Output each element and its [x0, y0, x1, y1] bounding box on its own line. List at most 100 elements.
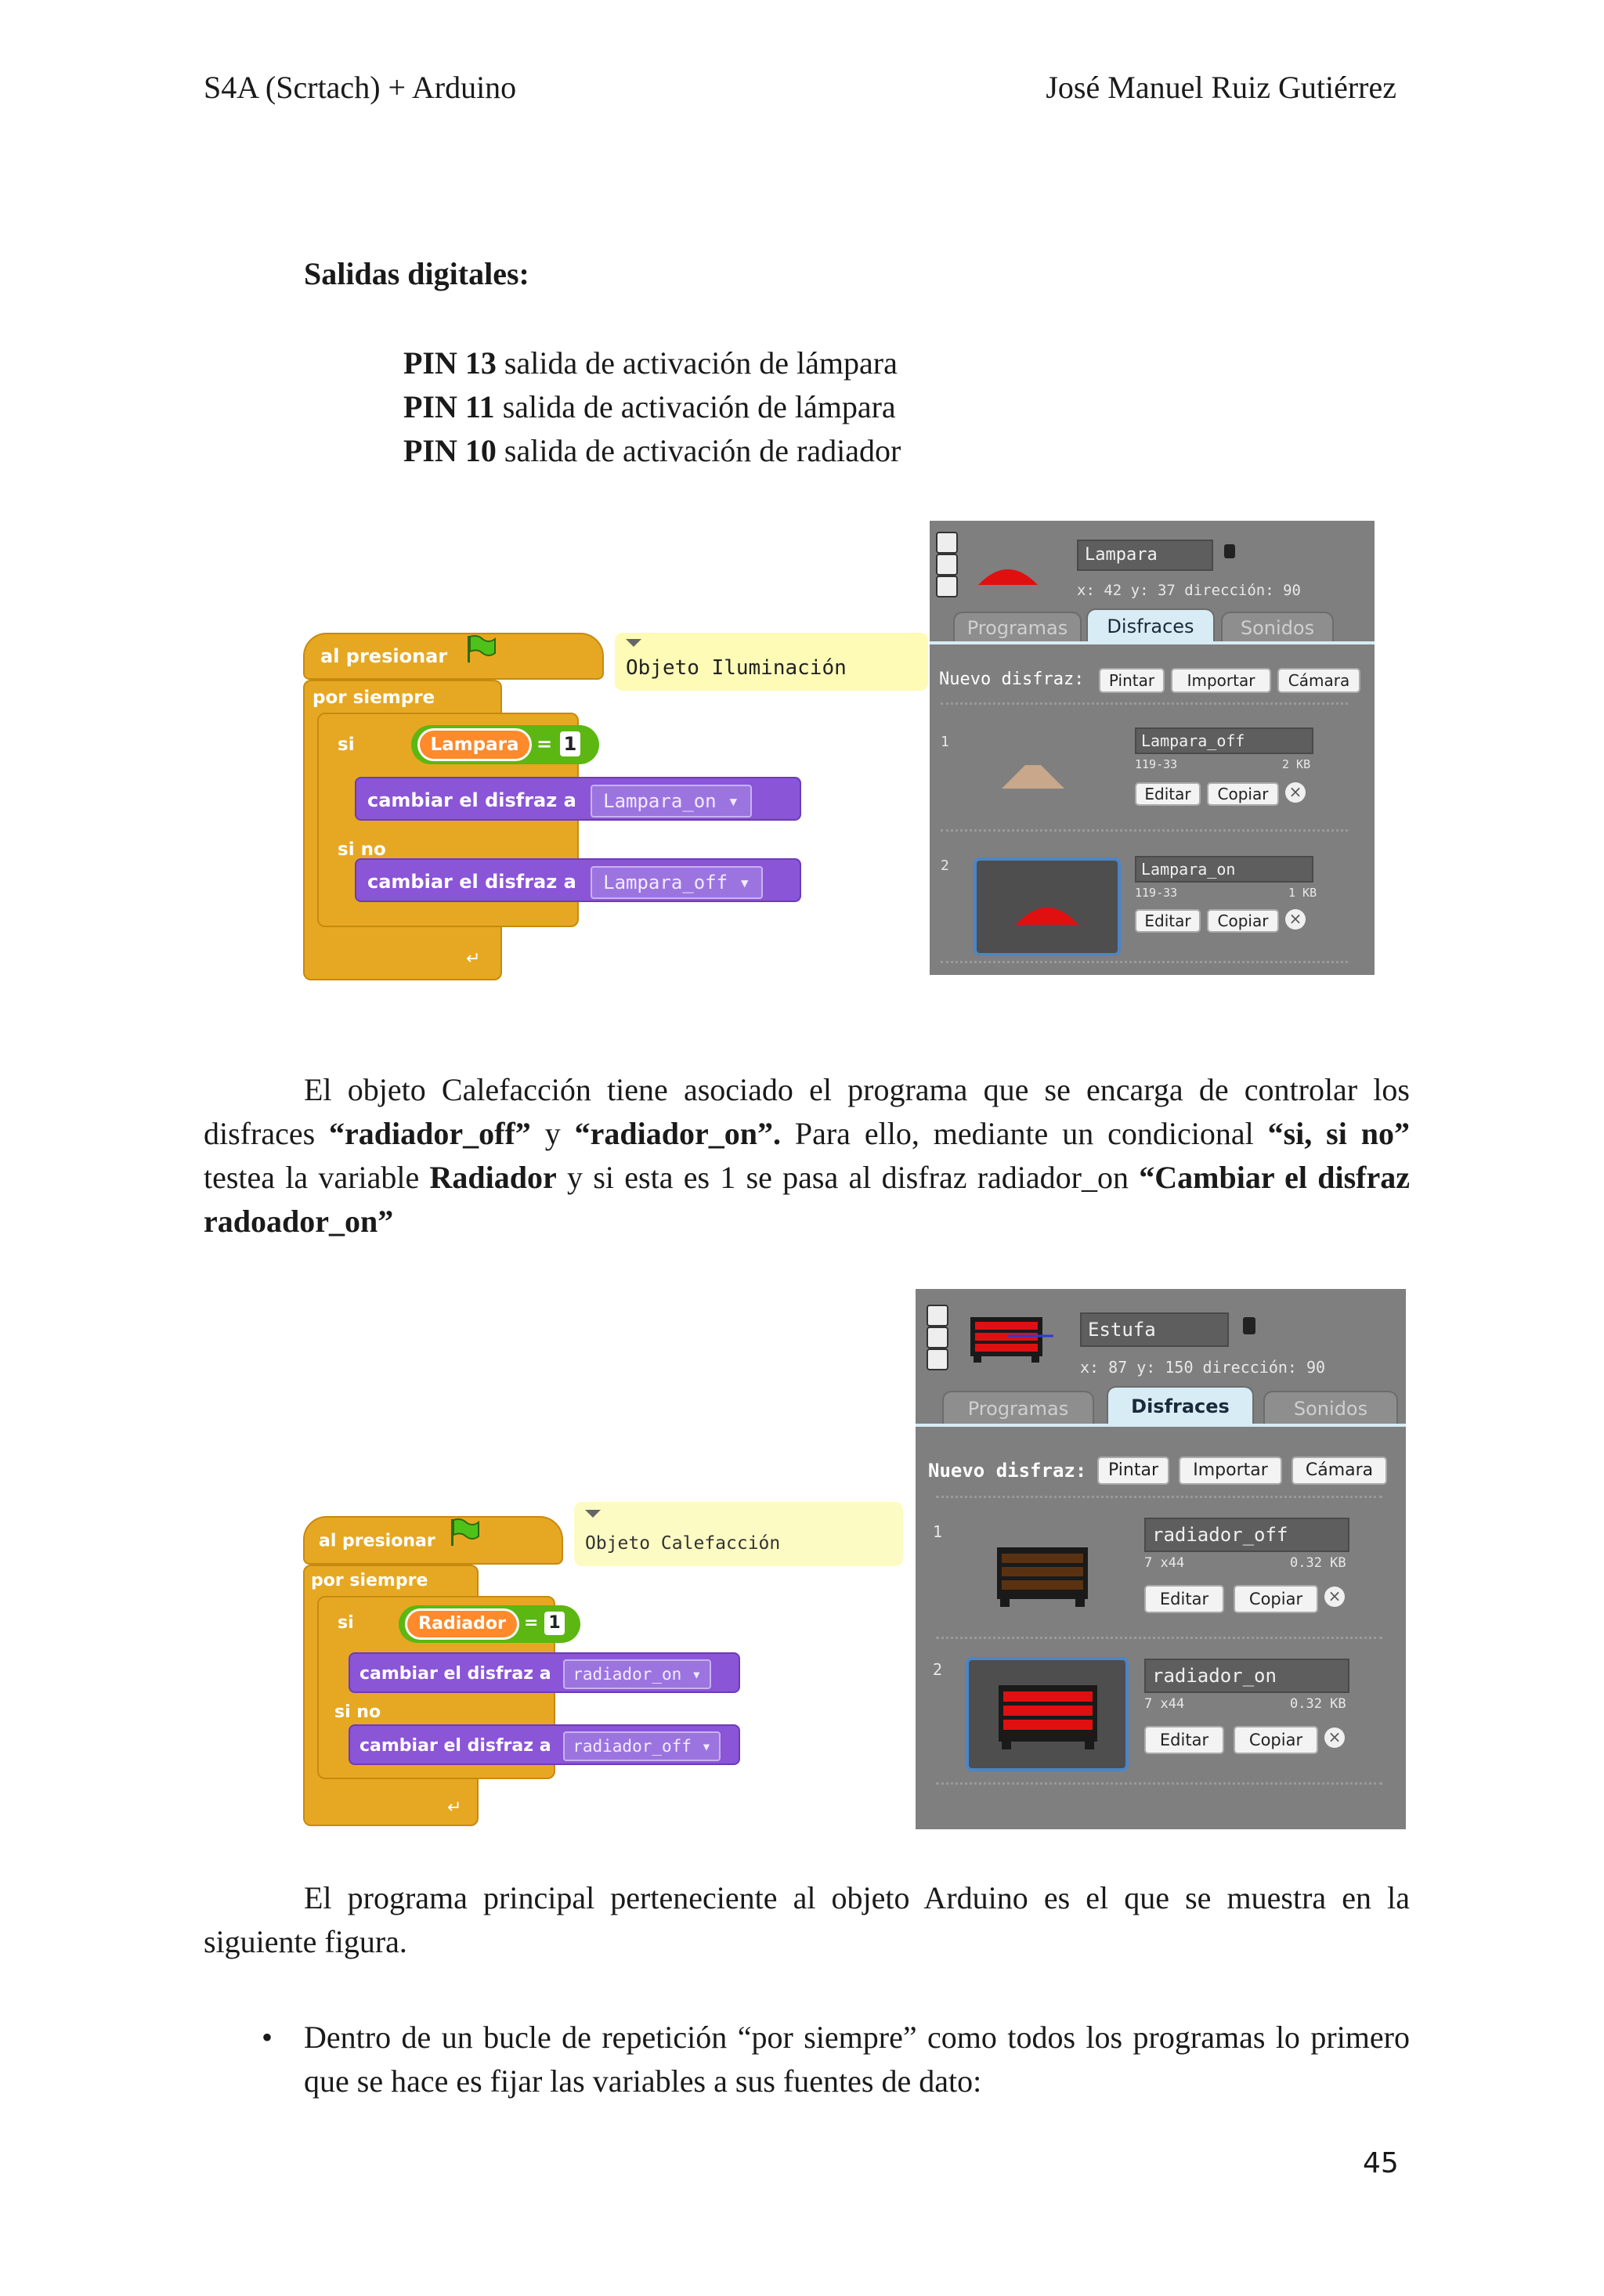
equals-operator[interactable]: Radiador = 1	[399, 1605, 580, 1643]
section-title: Salidas digitales:	[304, 256, 529, 291]
when-flag-block[interactable]: al presionar	[303, 1516, 563, 1565]
variable-reporter[interactable]: Radiador	[405, 1608, 519, 1640]
flip-icon[interactable]	[936, 554, 958, 576]
costume-kb: 2 KB	[1282, 757, 1311, 771]
rotate-icon[interactable]	[927, 1305, 948, 1327]
figure-lampara: Objeto Iluminación al presionar por siem…	[302, 517, 1375, 980]
sprite-name-field[interactable]: Lampara	[1077, 540, 1213, 571]
delete-icon[interactable]: ×	[1324, 1727, 1345, 1748]
rotate-icon[interactable]	[936, 532, 958, 554]
costume-thumbnail[interactable]	[977, 1532, 1094, 1618]
paragraph-calefaccion: El objeto Calefacción tiene asociado el …	[204, 1072, 1411, 1239]
copy-button[interactable]: Copiar	[1207, 909, 1279, 933]
else-label: si no	[334, 1702, 381, 1722]
pin-line: PIN 11 salida de activación de lámpara	[403, 389, 896, 424]
comment-text: Objeto Calefacción	[585, 1533, 781, 1554]
lock-icon[interactable]	[1224, 544, 1235, 558]
costume-name-field[interactable]: Lampara_on	[1135, 856, 1313, 883]
costume-thumbnail[interactable]	[970, 742, 1088, 812]
else-label: si no	[338, 839, 386, 860]
loop-arrow-icon: ↵	[466, 949, 481, 969]
edit-button[interactable]: Editar	[1135, 909, 1201, 933]
paint-button[interactable]: Pintar	[1097, 1457, 1169, 1485]
bullet-text: Dentro de un bucle de repetición “por si…	[304, 2020, 1410, 2099]
sprite-name-field[interactable]: Estufa	[1080, 1312, 1229, 1347]
edit-button[interactable]: Editar	[1144, 1726, 1224, 1754]
page-number: 45	[1363, 2147, 1399, 2179]
comment-collapse-icon[interactable]	[626, 639, 641, 647]
lamp-thumbnail	[977, 555, 1039, 590]
sprite-coords: x: 87 y: 150 dirección: 90	[1080, 1358, 1326, 1377]
camera-button[interactable]: Cámara	[1277, 668, 1360, 693]
sprite-panel: Estufa x: 87 y: 150 dirección: 90 Progra…	[916, 1289, 1406, 1829]
costume-dropdown[interactable]: Lampara_on ▾	[591, 785, 752, 818]
variable-reporter[interactable]: Lampara	[417, 728, 532, 761]
costume-thumbnail-selected[interactable]	[966, 1657, 1129, 1771]
switch-costume-off-block[interactable]: cambiar el disfraz a Lampara_off ▾	[355, 858, 801, 902]
if-label: si	[338, 735, 355, 755]
costume-index: 2	[941, 857, 949, 874]
delete-icon[interactable]: ×	[1285, 782, 1306, 803]
equals-sign: =	[536, 733, 553, 755]
when-flag-block[interactable]: al presionar	[303, 633, 604, 680]
divider	[941, 829, 1348, 832]
header-left: S4A (Scrtach) + Arduino	[204, 70, 517, 105]
flip-icon[interactable]	[927, 1327, 948, 1348]
delete-icon[interactable]: ×	[1285, 909, 1306, 930]
equals-operator[interactable]: Lampara = 1	[411, 725, 599, 764]
divider	[936, 1496, 1382, 1498]
costume-index: 2	[933, 1660, 943, 1679]
costume-dropdown[interactable]: radiador_on ▾	[563, 1659, 711, 1689]
figure-calefaccion: Objeto Calefacción al presionar por siem…	[302, 1289, 1406, 1829]
costume-size: 119-33	[1135, 757, 1178, 771]
switch-costume-on-block[interactable]: cambiar el disfraz a Lampara_on ▾	[355, 777, 801, 821]
comment-text: Objeto Iluminación	[626, 656, 847, 680]
costume-name-field[interactable]: radiador_off	[1144, 1518, 1349, 1552]
pin-list: PIN 13 salida de activación de lámpara P…	[403, 341, 901, 473]
camera-button[interactable]: Cámara	[1292, 1457, 1387, 1485]
costume-dropdown[interactable]: radiador_off ▾	[563, 1731, 721, 1761]
costume-kb: 0.32 KB	[1290, 1555, 1346, 1571]
lock-icon[interactable]	[1243, 1317, 1255, 1334]
edit-button[interactable]: Editar	[1144, 1585, 1224, 1613]
tab-sonidos[interactable]: Sonidos	[1221, 612, 1334, 643]
paint-button[interactable]: Pintar	[1099, 668, 1165, 693]
if-label: si	[338, 1613, 354, 1633]
switch-costume-off-block[interactable]: cambiar el disfraz a radiador_off ▾	[349, 1724, 740, 1765]
costume-size: 119-33	[1135, 886, 1178, 900]
import-button[interactable]: Importar	[1179, 1457, 1282, 1485]
copy-button[interactable]: Copiar	[1207, 782, 1279, 806]
new-costume-label: Nuevo disfraz:	[928, 1460, 1087, 1482]
tab-divider	[916, 1424, 1406, 1427]
tab-disfraces[interactable]: Disfraces	[1086, 608, 1215, 643]
import-button[interactable]: Importar	[1171, 668, 1271, 693]
costume-size: 7 x44	[1144, 1696, 1185, 1712]
costume-thumbnail-selected[interactable]	[974, 857, 1121, 956]
tab-disfraces[interactable]: Disfraces	[1107, 1386, 1254, 1425]
edit-button[interactable]: Editar	[1135, 782, 1201, 806]
costume-kb: 1 KB	[1288, 886, 1317, 900]
tab-sonidos[interactable]: Sonidos	[1263, 1391, 1398, 1425]
tab-programas[interactable]: Programas	[942, 1391, 1094, 1425]
no-rotate-icon[interactable]	[927, 1348, 948, 1370]
no-rotate-icon[interactable]	[936, 576, 958, 597]
costume-name-field[interactable]: radiador_on	[1144, 1659, 1349, 1693]
costume-index: 1	[933, 1522, 943, 1541]
comment-collapse-icon[interactable]	[585, 1510, 601, 1518]
costume-name-field[interactable]: Lampara_off	[1135, 727, 1313, 754]
value-input[interactable]: 1	[560, 731, 580, 756]
copy-button[interactable]: Copiar	[1234, 1585, 1318, 1613]
copy-button[interactable]: Copiar	[1234, 1726, 1318, 1754]
tab-programas[interactable]: Programas	[953, 612, 1082, 643]
equals-sign: =	[524, 1613, 539, 1633]
delete-icon[interactable]: ×	[1324, 1587, 1345, 1607]
bullet-icon: •	[262, 2020, 273, 2055]
costume-index: 1	[941, 734, 949, 750]
divider	[941, 702, 1348, 705]
value-input[interactable]: 1	[544, 1612, 565, 1635]
loop-arrow-icon: ↵	[447, 1798, 462, 1818]
pin-line: PIN 13 salida de activación de lámpara	[403, 345, 898, 381]
costume-dropdown[interactable]: Lampara_off ▾	[591, 866, 763, 899]
sprite-coords: x: 42 y: 37 dirección: 90	[1077, 582, 1301, 599]
switch-costume-on-block[interactable]: cambiar el disfraz a radiador_on ▾	[349, 1652, 740, 1693]
